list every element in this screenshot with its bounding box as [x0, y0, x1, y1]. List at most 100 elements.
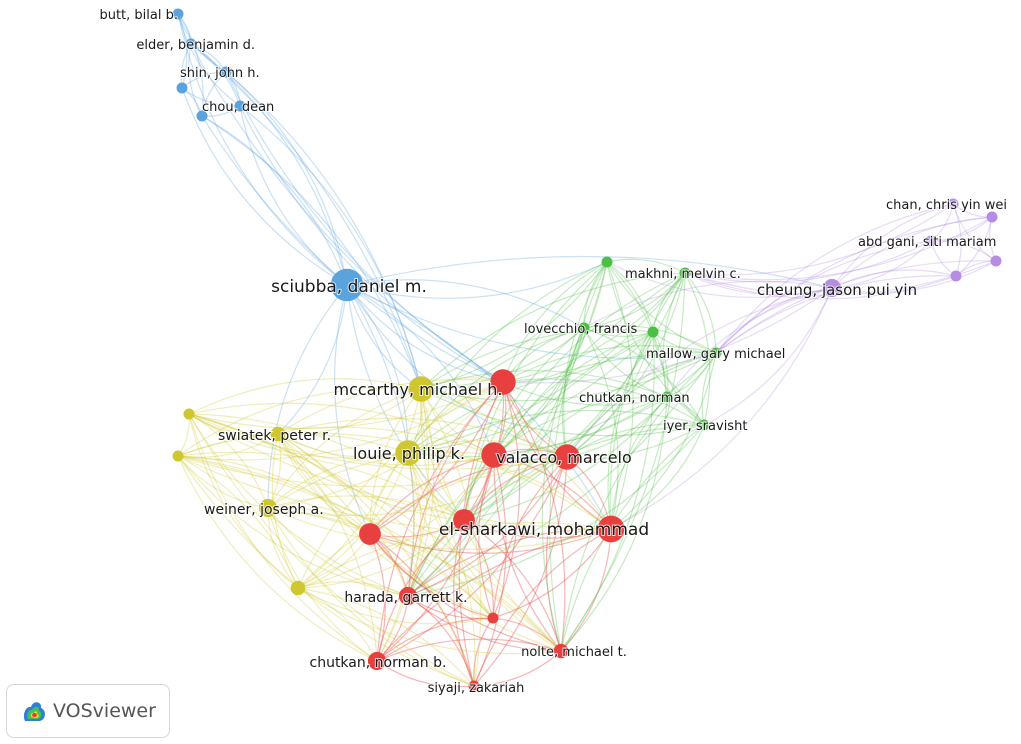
- co-authorship-link: [420, 388, 612, 530]
- author-node[interactable]: [490, 369, 516, 395]
- co-authorship-link: [188, 413, 612, 530]
- author-node[interactable]: [270, 426, 286, 442]
- author-node[interactable]: [553, 643, 569, 659]
- co-authorship-link: [493, 454, 562, 652]
- co-authorship-link: [493, 261, 608, 456]
- co-authorship-link: [376, 381, 504, 662]
- co-authorship-link: [463, 456, 568, 521]
- co-authorship-link: [607, 331, 654, 530]
- co-authorship-link: [493, 327, 585, 456]
- co-authorship-link: [369, 454, 495, 535]
- co-authorship-link: [369, 528, 612, 554]
- co-authorship-link: [606, 261, 668, 398]
- co-authorship-link: [407, 331, 654, 597]
- author-node[interactable]: [950, 270, 962, 282]
- author-label: iyer, sravisht: [663, 419, 747, 434]
- co-authorship-link: [190, 43, 504, 383]
- co-authorship-link: [277, 388, 422, 435]
- co-authorship-link: [277, 433, 562, 652]
- co-authorship-link: [239, 105, 348, 286]
- co-authorship-link: [407, 261, 608, 597]
- co-authorship-link: [201, 115, 348, 286]
- author-label: sciubba, daniel m.: [271, 277, 427, 297]
- author-node[interactable]: [172, 450, 184, 462]
- co-authorship-link: [420, 352, 717, 402]
- co-authorship-link: [662, 272, 686, 398]
- author-node[interactable]: [290, 580, 306, 596]
- author-node[interactable]: [367, 651, 387, 671]
- co-authorship-link: [583, 327, 668, 398]
- author-node[interactable]: [330, 268, 364, 302]
- author-node[interactable]: [185, 38, 197, 50]
- co-authorship-link: [407, 327, 585, 597]
- author-node[interactable]: [183, 408, 195, 420]
- co-authorship-link: [277, 433, 494, 619]
- author-node[interactable]: [710, 347, 722, 359]
- author-node[interactable]: [172, 8, 184, 20]
- co-authorship-link: [407, 396, 668, 597]
- co-authorship-link: [684, 203, 954, 276]
- author-node[interactable]: [679, 267, 691, 279]
- author-node[interactable]: [601, 256, 613, 268]
- author-label: chutkan, norman b.: [310, 655, 447, 671]
- co-authorship-link: [407, 352, 717, 597]
- author-node[interactable]: [578, 322, 590, 334]
- co-authorship-link: [563, 261, 608, 458]
- author-node[interactable]: [925, 235, 937, 247]
- author-node[interactable]: [453, 509, 475, 531]
- author-node[interactable]: [220, 66, 232, 78]
- co-authorship-link: [346, 284, 568, 458]
- author-node[interactable]: [408, 376, 434, 402]
- co-authorship-link: [463, 396, 668, 521]
- author-label: mccarthy, michael h.: [334, 380, 503, 399]
- co-authorship-link: [277, 433, 371, 535]
- co-authorship-link: [181, 87, 348, 286]
- co-authorship-link: [239, 105, 422, 390]
- author-node[interactable]: [661, 391, 673, 403]
- co-authorship-link: [701, 352, 717, 426]
- author-node[interactable]: [359, 523, 381, 545]
- co-authorship-link: [177, 13, 348, 286]
- co-authorship-link: [267, 507, 612, 550]
- author-node[interactable]: [698, 419, 710, 431]
- co-authorship-link: [566, 396, 668, 458]
- author-node[interactable]: [234, 100, 246, 112]
- author-node[interactable]: [990, 255, 1002, 267]
- author-node[interactable]: [554, 444, 580, 470]
- author-node[interactable]: [196, 110, 208, 122]
- author-node[interactable]: [481, 442, 507, 468]
- co-authorship-link: [188, 413, 269, 509]
- author-node[interactable]: [647, 326, 659, 338]
- co-authorship-link: [277, 417, 568, 458]
- co-authorship-link: [407, 454, 495, 597]
- co-authorship-link: [407, 440, 568, 458]
- author-node[interactable]: [822, 278, 842, 298]
- co-authorship-link: [684, 272, 711, 426]
- co-authorship-link: [177, 455, 299, 589]
- author-node[interactable]: [258, 498, 278, 518]
- author-node[interactable]: [597, 515, 625, 543]
- author-node[interactable]: [395, 440, 421, 466]
- co-authorship-link: [369, 381, 504, 535]
- co-authorship-link: [493, 396, 668, 456]
- co-authorship-link: [952, 203, 962, 277]
- network-nodes[interactable]: [172, 8, 1002, 692]
- co-authorship-link: [473, 454, 507, 687]
- author-node[interactable]: [986, 211, 998, 223]
- co-authorship-link: [346, 284, 495, 456]
- author-node[interactable]: [398, 586, 418, 606]
- author-node[interactable]: [176, 82, 188, 94]
- co-authorship-link: [420, 388, 705, 437]
- co-authorship-link: [606, 261, 654, 333]
- vosviewer-badge[interactable]: VOSviewer: [6, 684, 170, 738]
- author-node[interactable]: [487, 612, 499, 624]
- author-node[interactable]: [947, 198, 959, 210]
- co-authorship-link: [376, 454, 495, 662]
- co-authorship-link: [420, 388, 465, 521]
- co-authorship-link: [420, 272, 686, 390]
- author-node[interactable]: [468, 680, 480, 692]
- co-authorship-link: [297, 587, 378, 662]
- co-authorship-link: [188, 413, 475, 687]
